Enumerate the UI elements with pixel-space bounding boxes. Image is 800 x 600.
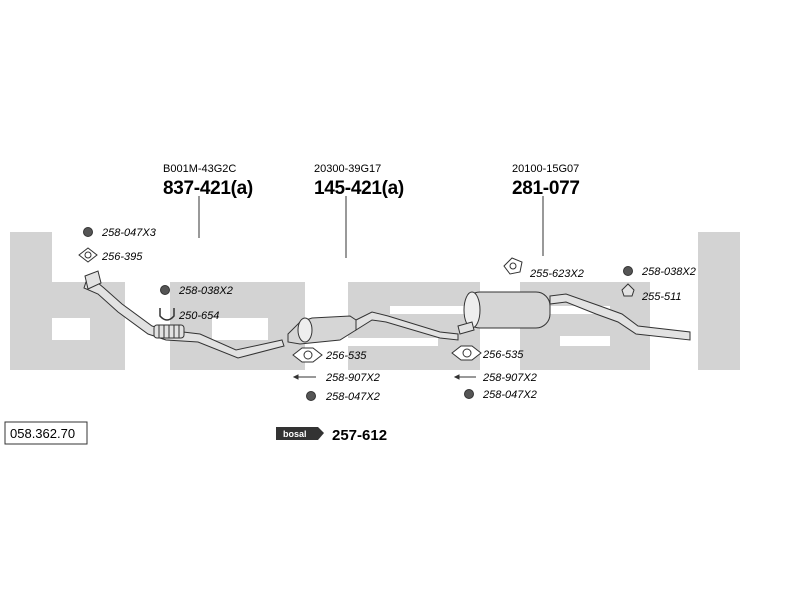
- part-label: 258-047X3: [101, 227, 157, 239]
- part-label: 255-511: [641, 291, 682, 303]
- part-label: 258-047X2: [325, 391, 380, 403]
- rear-muffler: [457, 291, 691, 341]
- assembly-number-2: 145-421(a): [314, 178, 404, 199]
- front-pipe: [83, 270, 285, 359]
- assembly-oem-3: 20100-15G07: [512, 163, 579, 175]
- assembly-number-1: 837-421(a): [163, 178, 253, 199]
- reference-number-box: 058.362.70: [4, 421, 88, 445]
- rubber-mount-icon: [464, 389, 474, 399]
- rubber-mount-icon: [83, 227, 93, 237]
- reference-number: 058.362.70: [10, 426, 75, 441]
- rubber-mount-icon: [160, 285, 170, 295]
- mounting-kit: bosal 257-612: [276, 427, 387, 444]
- part-label: 258-907X2: [482, 372, 537, 384]
- part-icons: [78, 227, 635, 401]
- part-label: 258-907X2: [325, 372, 380, 384]
- bracket-icon: [621, 283, 635, 297]
- part-label: 258-038X2: [178, 285, 233, 297]
- part-label: 255-623X2: [529, 268, 584, 280]
- part-label: 256-535: [325, 350, 367, 362]
- rubber-mount-icon: [623, 266, 633, 276]
- part-label: 258-047X2: [482, 389, 537, 401]
- part-label: 258-038X2: [641, 266, 696, 278]
- u-clamp-icon: [159, 308, 175, 321]
- part-label: 256-395: [101, 251, 143, 263]
- leader-lines: [198, 196, 544, 258]
- assembly-oem-1: B001M-43G2C: [163, 163, 236, 175]
- part-label: 256-535: [482, 349, 524, 361]
- kit-number: 257-612: [332, 427, 387, 444]
- kit-brand-logo: bosal: [283, 429, 307, 439]
- assembly-oem-2: 20300-39G17: [314, 163, 381, 175]
- assembly-number-3: 281-077: [512, 178, 580, 199]
- centre-muffler: [287, 311, 459, 345]
- rubber-mount-icon: [306, 391, 316, 401]
- part-label: 250-654: [178, 310, 219, 322]
